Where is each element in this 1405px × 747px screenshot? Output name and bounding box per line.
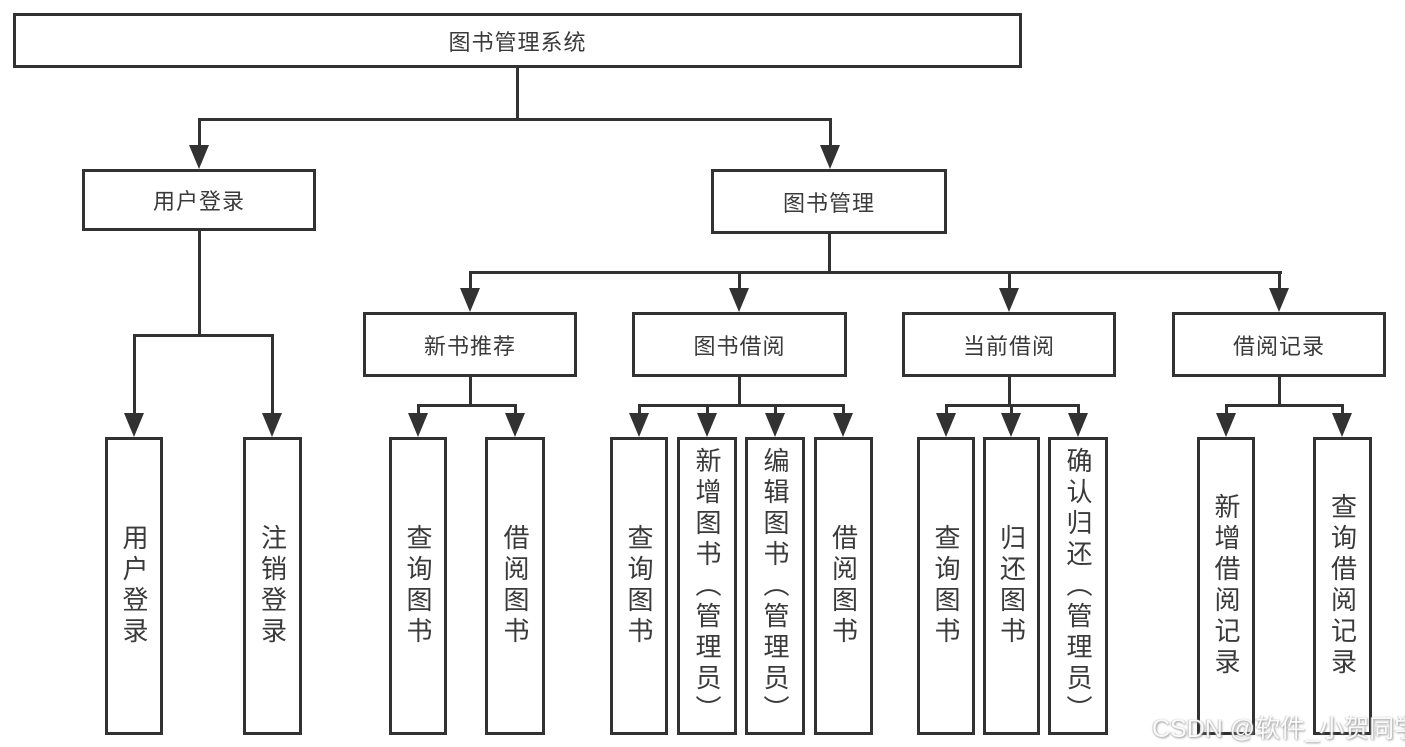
connector-line [945,406,948,418]
leaf-label: 查询图书 [403,524,433,648]
connector-line [738,273,741,293]
connector-line [1278,377,1281,407]
arrow-down-icon [460,288,480,312]
node-book-borrow: 图书借阅 [632,312,847,377]
node-user-login: 用户登录 [82,169,316,231]
leaf-label: 查询借阅记录 [1327,493,1358,679]
leaf-node-user-login: 用户登录 [105,437,163,735]
node-book-management-label: 图书管理 [782,190,875,216]
leaf-node-query-books-current: 查询图书 [917,437,975,735]
leaf-node-query-borrow-record: 查询借阅记录 [1313,437,1372,735]
connector-line [516,68,519,119]
leaf-label: 借阅图书 [828,524,859,648]
node-new-books: 新书推荐 [363,312,577,377]
leaf-node-add-borrow-record: 新增借阅记录 [1197,437,1255,735]
connector-line [1225,406,1228,418]
leaf-label: 用户登录 [119,524,149,648]
node-borrow-records-label: 借阅记录 [1232,333,1325,359]
connector-line [198,229,201,337]
node-book-management: 图书管理 [711,169,947,234]
leaf-node-edit-books-admin: 编辑图书（管理员） [745,437,805,735]
node-current-borrow-label: 当前借阅 [962,333,1055,359]
arrow-down-icon [936,413,956,437]
connector-line [706,406,709,418]
connector-line [738,377,741,407]
leaf-node-borrow-books-newbooks: 借阅图书 [485,437,545,735]
connector-line [1341,406,1344,418]
leaf-label: 确认归还（管理员） [1063,446,1093,726]
leaf-label: 新增借阅记录 [1211,493,1241,679]
connector-line [1278,273,1281,293]
leaf-node-query-books-borrow: 查询图书 [610,437,668,735]
connector-line [417,404,517,407]
arrow-down-icon [999,288,1019,312]
arrow-down-icon [408,413,428,437]
leaf-label: 归还图书 [996,524,1027,648]
connector-line [638,404,845,407]
connector-line [829,120,832,148]
leaf-label: 查询图书 [624,524,654,648]
leaf-node-query-books-newbooks: 查询图书 [389,437,447,735]
node-user-login-label: 用户登录 [152,189,245,214]
arrow-down-icon [505,413,525,437]
connector-line [469,273,472,293]
leaf-label: 借阅图书 [500,524,530,648]
connector-line [774,406,777,418]
arrow-down-icon [262,413,282,437]
node-new-books-label: 新书推荐 [423,333,516,359]
arrow-down-icon [820,145,840,169]
arrow-down-icon [697,413,717,437]
leaf-label: 编辑图书（管理员） [760,446,790,726]
node-current-borrow: 当前借阅 [902,312,1116,377]
arrow-down-icon [189,145,209,169]
arrow-down-icon [1216,413,1236,437]
watermark: CSDN @软件_小贺同学 [1152,715,1405,743]
connector-line [133,336,136,418]
arrow-down-icon [765,413,785,437]
connector-line [842,406,845,418]
node-root: 图书管理系统 [13,13,1022,68]
node-book-borrow-label: 图书借阅 [693,333,786,359]
leaf-label: 注销登录 [257,524,288,648]
node-root-label: 图书管理系统 [448,29,587,55]
leaf-label: 新增图书（管理员） [692,446,722,726]
leaf-node-borrow-books: 借阅图书 [814,437,873,735]
connector-line [198,120,201,148]
connector-line [469,271,1282,274]
connector-line [198,118,832,121]
leaf-node-logout: 注销登录 [243,437,302,735]
connector-line [469,377,472,407]
leaf-label: 查询图书 [931,524,961,648]
node-borrow-records: 借阅记录 [1172,312,1386,377]
arrow-down-icon [1001,413,1021,437]
connector-line [514,406,517,418]
leaf-node-add-books-admin: 新增图书（管理员） [677,437,737,735]
connector-line [1010,406,1013,418]
arrow-down-icon [729,288,749,312]
connector-line [1008,273,1011,293]
connector-line [417,406,420,418]
connector-line [945,404,1080,407]
arrow-down-icon [124,413,144,437]
arrow-down-icon [1332,413,1352,437]
connector-line [1008,377,1011,407]
connector-line [1077,406,1080,418]
connector-line [828,234,831,273]
connector-line [133,334,274,337]
connector-line [1225,404,1344,407]
connector-line [271,336,274,418]
leaf-node-return-books: 归还图书 [983,437,1040,735]
arrow-down-icon [1269,288,1289,312]
arrow-down-icon [1068,413,1088,437]
connector-line [638,406,641,418]
leaf-node-confirm-return-admin: 确认归还（管理员） [1048,437,1108,735]
arrow-down-icon [629,413,649,437]
arrow-down-icon [833,413,853,437]
